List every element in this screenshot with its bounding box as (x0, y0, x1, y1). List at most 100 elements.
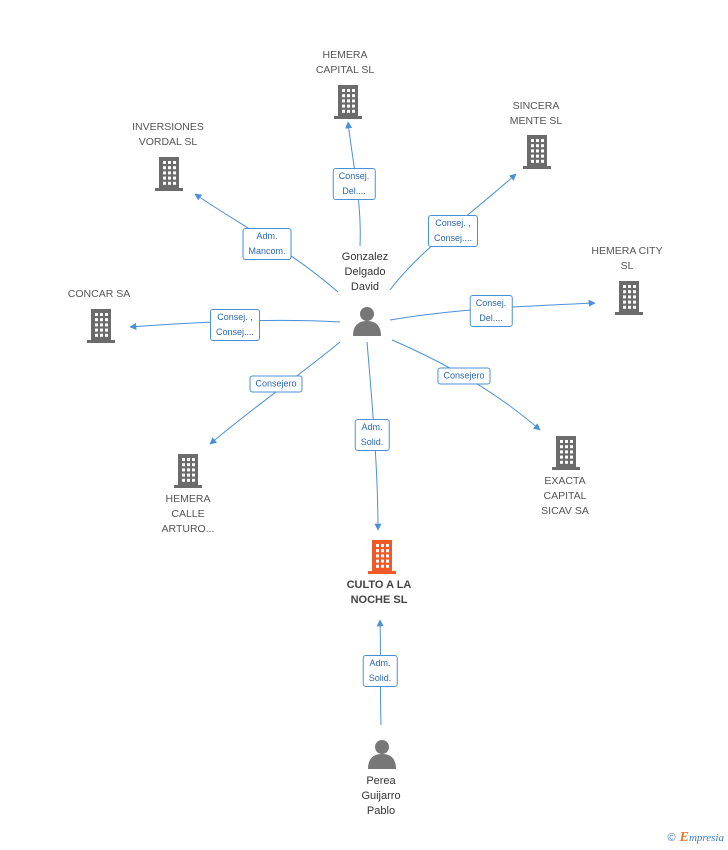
building-window (376, 549, 379, 553)
building-window (381, 564, 384, 568)
building-window (168, 171, 171, 175)
building-window (386, 564, 389, 568)
building-window (100, 328, 103, 332)
building-window (163, 171, 166, 175)
building-window (633, 295, 636, 299)
building-window (560, 440, 563, 443)
building-window (541, 139, 544, 142)
building-window (628, 305, 631, 309)
building-window (187, 458, 190, 461)
building-window (628, 295, 631, 299)
building-window (95, 313, 98, 316)
building-window (352, 99, 355, 103)
building-window (163, 181, 166, 185)
company-label-hemera-calle[interactable]: HEMERA CALLE ARTURO... (161, 493, 215, 535)
building-window (381, 549, 384, 553)
building-window (105, 333, 108, 337)
building-window (623, 300, 626, 304)
building-window (352, 109, 355, 113)
building-window (570, 445, 573, 449)
building-window (376, 559, 379, 563)
building-window (352, 89, 355, 92)
building-window (342, 94, 345, 98)
building-window (376, 554, 379, 558)
focus-company-name[interactable]: CULTO A LA NOCHE SL (346, 579, 412, 606)
building-window (173, 166, 176, 170)
building-window (623, 290, 626, 294)
building-window (95, 323, 98, 327)
building-window (342, 99, 345, 103)
relation-label-hemera-city: Consej. Del.... (469, 295, 513, 327)
building-window (381, 554, 384, 558)
company-label-hemera-city[interactable]: HEMERA CITY SL (591, 245, 663, 272)
building-window (192, 463, 195, 467)
building-window (531, 144, 534, 148)
building-window (633, 290, 636, 294)
building-window (531, 154, 534, 158)
building-window (182, 478, 185, 482)
building-window (173, 181, 176, 185)
building-window (168, 181, 171, 185)
building-window (105, 328, 108, 332)
building-window (628, 290, 631, 294)
building-window (347, 99, 350, 103)
building-window (100, 313, 103, 316)
building-window (187, 463, 190, 467)
edge-hemera-calle (209, 341, 341, 445)
building-window (187, 468, 190, 472)
building-window (565, 455, 568, 459)
building-window (100, 323, 103, 327)
company-label-inversiones-vordal[interactable]: INVERSIONES VORDAL SL (132, 121, 204, 148)
building-window (168, 161, 171, 164)
building-window (173, 176, 176, 180)
second-person-name[interactable]: Perea Guijarro Pablo (361, 775, 401, 817)
company-label-exacta-capital[interactable]: EXACTA CAPITAL SICAV SA (541, 475, 589, 517)
building-window (381, 544, 384, 547)
building-window (541, 154, 544, 158)
company-label-sincera-mente[interactable]: SINCERA MENTE SL (509, 100, 563, 127)
building-window (342, 104, 345, 108)
building-window (565, 440, 568, 443)
person-icon-center (353, 307, 381, 336)
building-window (541, 149, 544, 153)
building-window (381, 559, 384, 563)
building-window (192, 458, 195, 461)
building-window (182, 458, 185, 461)
building-window (168, 166, 171, 170)
building-window (541, 144, 544, 148)
building-window (536, 149, 539, 153)
building-window (633, 285, 636, 288)
building-window (347, 109, 350, 113)
building-window (628, 300, 631, 304)
relation-label-second-focus: Adm. Solid. (362, 655, 398, 687)
building-window (623, 285, 626, 288)
building-window (182, 468, 185, 472)
building-window (352, 94, 355, 98)
copyright-icon: © (667, 832, 676, 844)
building-window (560, 460, 563, 464)
building-window (531, 159, 534, 163)
building-window (173, 161, 176, 164)
building-window (187, 478, 190, 482)
building-window (565, 460, 568, 464)
building-window (376, 564, 379, 568)
building-window (531, 139, 534, 142)
building-window (560, 450, 563, 454)
building-window (163, 176, 166, 180)
building-window (100, 333, 103, 337)
building-window (105, 313, 108, 316)
building-window (100, 318, 103, 322)
building-window (565, 450, 568, 454)
relation-label-exacta-capital: Consejero (437, 367, 491, 385)
building-window (570, 460, 573, 464)
relation-label-inversiones-vordal: Adm. Mancom. (242, 228, 292, 260)
building-window (570, 450, 573, 454)
building-window (565, 445, 568, 449)
center-person-name[interactable]: Gonzalez Delgado David (341, 251, 389, 293)
company-label-concar[interactable]: CONCAR SA (67, 288, 131, 300)
company-label-hemera-capital[interactable]: HEMERA CAPITAL SL (315, 49, 375, 76)
relation-label-concar: Consej. , Consej.... (209, 309, 261, 341)
brand-logo: ©Empresia (667, 830, 725, 845)
building-window (192, 468, 195, 472)
relation-label-hemera-calle: Consejero (249, 375, 303, 393)
